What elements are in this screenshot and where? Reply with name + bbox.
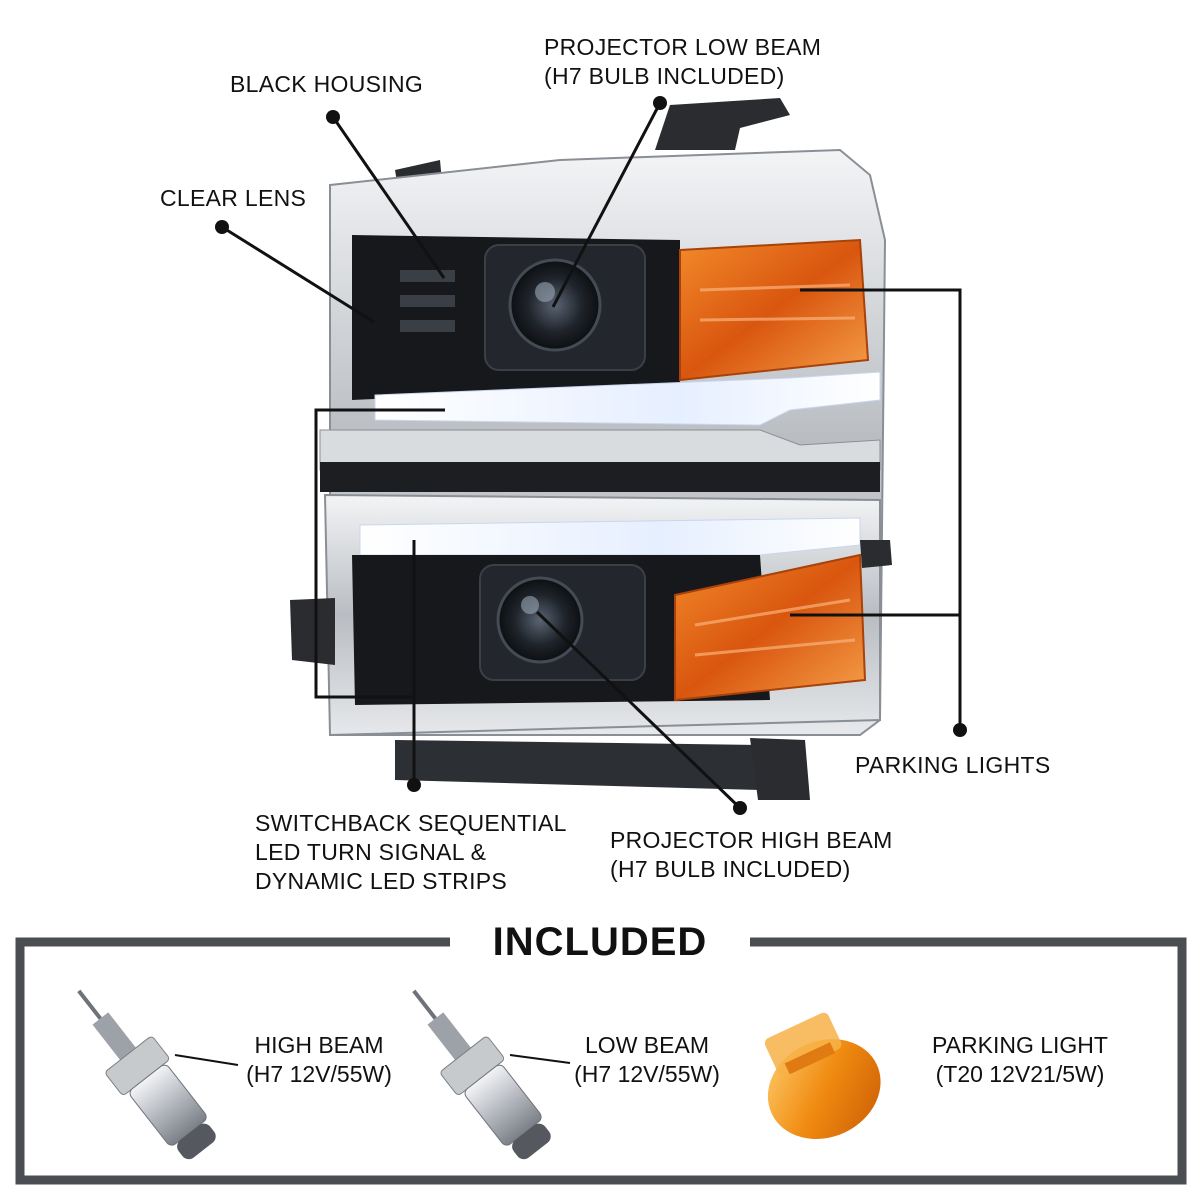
mount-bracket-left (290, 598, 335, 665)
label-switchback: SWITCHBACK SEQUENTIAL LED TURN SIGNAL & … (255, 809, 567, 896)
bulb-label-parking-light: PARKING LIGHT (T20 12V21/5W) (915, 1031, 1125, 1089)
label-projector-low-beam-line2: (H7 BULB INCLUDED) (544, 63, 785, 89)
bulb-label-high-beam: HIGH BEAM (H7 12V/55W) (234, 1031, 404, 1089)
lower-led-strip (359, 517, 861, 556)
h7-bulb-low-beam-icon (412, 989, 551, 1160)
label-switchback-line2: LED TURN SIGNAL & (255, 839, 487, 865)
lower-projector-lens (496, 576, 584, 664)
callout-lines (221, 102, 962, 810)
lower-base-strip (395, 740, 760, 790)
bulb-name-low-beam: LOW BEAM (585, 1032, 709, 1058)
bulb-label-low-beam: LOW BEAM (H7 12V/55W) (562, 1031, 732, 1089)
leader-parking-lights (800, 288, 962, 730)
leader-led-strip-box (314, 408, 445, 699)
upper-led-strip (374, 371, 881, 426)
label-projector-high-beam-line1: PROJECTOR HIGH BEAM (610, 827, 893, 853)
label-projector-low-beam: PROJECTOR LOW BEAM (H7 BULB INCLUDED) (544, 33, 821, 91)
label-black-housing: BLACK HOUSING (230, 71, 424, 97)
upper-amber-lens (679, 238, 870, 382)
included-title: INCLUDED (450, 918, 750, 966)
callout-dots (215, 96, 967, 815)
label-projector-high-beam-line2: (H7 BULB INCLUDED) (610, 856, 851, 882)
bulb-spec-parking-light: (T20 12V21/5W) (935, 1061, 1105, 1087)
lower-amber-lens (674, 553, 867, 702)
mount-bracket-top (655, 98, 790, 150)
label-projector-low-beam-line1: PROJECTOR LOW BEAM (544, 34, 822, 60)
headlight-illustration (215, 96, 967, 815)
label-parking-lights: PARKING LIGHTS (855, 752, 1051, 778)
leader-projector-high-beam (535, 610, 742, 810)
label-clear-lens: CLEAR LENS (160, 185, 307, 211)
mount-tab-right (860, 540, 892, 568)
label-switchback-line3: DYNAMIC LED STRIPS (255, 868, 508, 894)
h7-bulb-high-beam-icon (77, 989, 216, 1160)
leader-black-housing (331, 116, 446, 279)
black-divider-strip (320, 462, 880, 492)
bulb-name-parking-light: PARKING LIGHT (932, 1032, 1108, 1058)
bulb-name-high-beam: HIGH BEAM (254, 1032, 384, 1058)
leader-clear-lens (221, 225, 375, 324)
label-switchback-line1: SWITCHBACK SEQUENTIAL (255, 810, 567, 836)
bulb-spec-high-beam: (H7 12V/55W) (246, 1061, 392, 1087)
t20-bulb-parking-light-icon (764, 1012, 881, 1139)
mount-bracket-bottom (750, 738, 810, 800)
leader-projector-low-beam (551, 102, 662, 308)
label-projector-high-beam: PROJECTOR HIGH BEAM (H7 BULB INCLUDED) (610, 826, 893, 884)
bulb-spec-low-beam: (H7 12V/55W) (574, 1061, 720, 1087)
